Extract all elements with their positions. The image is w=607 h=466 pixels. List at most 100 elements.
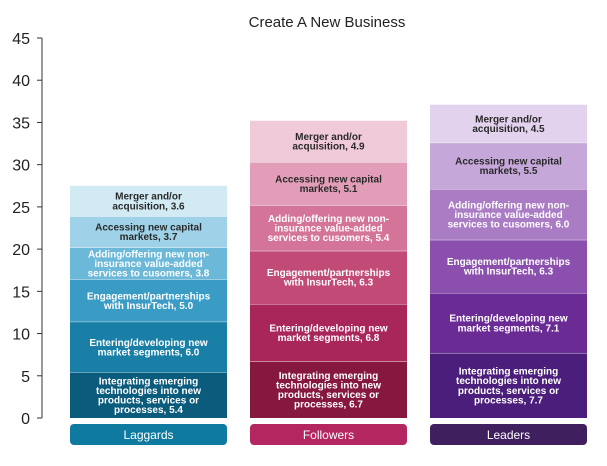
segment-label-line: products, services or xyxy=(98,396,199,407)
segment-label-line: Accessing new capital xyxy=(455,157,562,168)
bar-segment xyxy=(430,189,587,240)
segment-label: Adding/offering new non-insurance value-… xyxy=(448,200,570,230)
segment-label-line: Merger and/or xyxy=(115,192,182,203)
bar-segment xyxy=(250,120,407,163)
y-tick-label: 45 xyxy=(12,31,30,48)
segment-label-line: services to cusomers, 3.8 xyxy=(88,269,210,280)
segment-label-line: processes, 6.7 xyxy=(294,400,363,411)
category-label: Leaders xyxy=(487,428,530,442)
segment-label-line: acquisition, 4.5 xyxy=(472,124,545,135)
segment-label-line: Adding/offering new non- xyxy=(448,200,569,211)
segment-label-line: products, services or xyxy=(278,390,379,401)
category-label: Laggards xyxy=(123,428,173,442)
segment-label-line: insurance value-added xyxy=(274,224,382,235)
segment-label-line: Adding/offering new non- xyxy=(268,214,389,225)
bar-segment xyxy=(250,361,407,418)
segment-label-line: products, services or xyxy=(458,386,559,397)
bar-segment xyxy=(250,304,407,362)
segment-label-line: technologies into new xyxy=(276,380,381,391)
bar-segment xyxy=(430,239,587,294)
segment-label-line: services to cusomers, 6.0 xyxy=(448,220,570,231)
segment-label-line: acquisition, 4.9 xyxy=(292,142,365,153)
bar-segment xyxy=(70,279,227,322)
segment-label-line: Accessing new capital xyxy=(275,174,382,185)
segment-label-line: market segments, 6.8 xyxy=(278,333,380,344)
bar-segment xyxy=(70,372,227,418)
segment-label-line: Engagement/partnerships xyxy=(87,291,211,302)
segment-label-line: processes, 5.4 xyxy=(114,405,183,416)
segment-label-line: Merger and/or xyxy=(295,132,362,143)
bar-segment xyxy=(70,321,227,373)
y-tick-label: 15 xyxy=(12,284,30,301)
y-tick-label: 5 xyxy=(21,369,30,386)
segment-label-line: with InsurTech, 6.3 xyxy=(283,278,374,289)
segment-label-line: markets, 3.7 xyxy=(120,232,178,243)
segment-label-line: with InsurTech, 6.3 xyxy=(463,267,554,278)
y-tick-label: 30 xyxy=(12,158,30,175)
segment-label-line: technologies into new xyxy=(96,386,201,397)
bar-segment xyxy=(250,250,407,304)
segment-label-line: Entering/developing new xyxy=(89,338,208,349)
bar-segment xyxy=(430,352,587,418)
chart-title: Create A New Business xyxy=(249,14,406,31)
segment-label-line: Adding/offering new non- xyxy=(88,249,209,260)
segment-label: Adding/offering new non-insurance value-… xyxy=(88,249,210,279)
bar-segment xyxy=(430,104,587,143)
segment-label-line: with InsurTech, 5.0 xyxy=(103,301,194,312)
y-tick-label: 35 xyxy=(12,115,30,132)
y-axis: 0 5 10 15 20 25 30 35 40 45 xyxy=(12,31,43,428)
segment-label-line: insurance value-added xyxy=(454,210,562,221)
bar-segment xyxy=(70,185,227,217)
segment-label: Adding/offering new non-insurance value-… xyxy=(268,214,390,244)
segment-label-line: markets, 5.1 xyxy=(300,184,358,195)
segment-label-line: insurance value-added xyxy=(94,259,202,270)
bar-segment xyxy=(250,162,407,206)
segment-label-line: processes, 7.7 xyxy=(474,395,543,406)
segment-label-line: Integrating emerging xyxy=(99,376,198,387)
category-label-box xyxy=(70,424,227,445)
bar-segment xyxy=(430,293,587,353)
segment-label-line: Integrating emerging xyxy=(459,367,558,378)
segment-label-line: technologies into new xyxy=(456,376,561,387)
category-label-box xyxy=(250,424,407,445)
y-tick-label: 20 xyxy=(12,242,30,259)
bar-segment xyxy=(250,205,407,251)
bar-segment xyxy=(430,142,587,190)
segment-label-line: market segments, 7.1 xyxy=(458,323,560,334)
segment-label-line: acquisition, 3.6 xyxy=(112,201,185,212)
segment-label-line: Engagement/partnerships xyxy=(447,257,571,268)
y-tick-label: 10 xyxy=(12,327,30,344)
segment-label-line: Entering/developing new xyxy=(449,314,568,325)
category-labels-group: Laggards Followers Leaders xyxy=(70,424,587,445)
y-tick-label: 25 xyxy=(12,200,30,217)
y-tick-label: 40 xyxy=(12,73,30,90)
category-label: Followers xyxy=(303,428,354,442)
segment-label-line: Merger and/or xyxy=(475,114,542,125)
segment-label-line: Integrating emerging xyxy=(279,371,378,382)
category-label-box xyxy=(430,424,587,445)
bar-segment xyxy=(70,216,227,248)
segment-label-line: Engagement/partnerships xyxy=(267,268,391,279)
segment-label-line: markets, 5.5 xyxy=(480,166,538,177)
segment-label-line: services to cusomers, 5.4 xyxy=(268,233,390,244)
y-tick-label: 0 xyxy=(21,411,30,428)
segment-label-line: market segments, 6.0 xyxy=(98,347,200,358)
bar-segment xyxy=(70,247,227,280)
